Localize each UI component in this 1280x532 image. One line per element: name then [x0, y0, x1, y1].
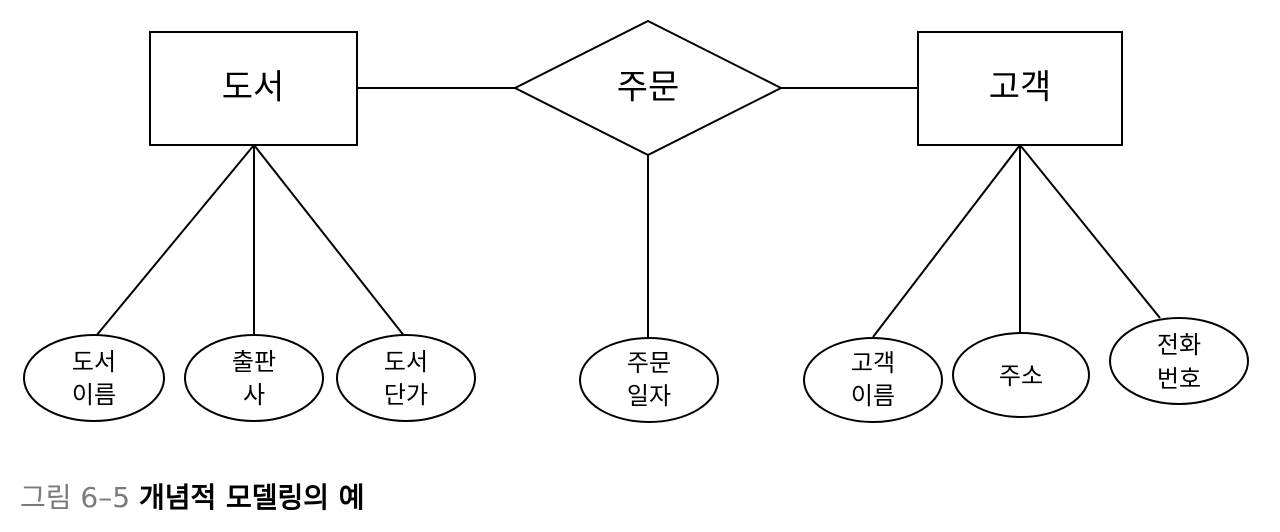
entity-customer-box [917, 31, 1123, 146]
attribute-address-ellipse [952, 332, 1090, 418]
attribute-book-price: 도서 단가 [336, 334, 476, 422]
attribute-order-date-line-1: 주문 [627, 349, 671, 377]
attribute-phone-line-2: 번호 [1157, 365, 1201, 393]
figure-title: 개념적 모델링의 예 [138, 481, 365, 514]
entity-book: 도서 [149, 31, 358, 146]
attribute-book-price-ellipse [336, 334, 476, 422]
figure-caption: 그림 6–5 개념적 모델링의 예 [20, 480, 365, 516]
attribute-book-name-line-1: 도서 [72, 348, 116, 376]
attribute-customer-name-line-2: 이름 [851, 382, 895, 410]
attribute-phone-ellipse [1109, 317, 1249, 405]
entity-book-box [149, 31, 358, 146]
attribute-book-price-line-2: 단가 [384, 381, 428, 409]
attribute-phone-line-1: 전화 [1157, 331, 1201, 359]
attribute-customer-name-ellipse [803, 337, 943, 423]
attribute-customer-name: 고객 이름 [803, 337, 943, 423]
attribute-order-date: 주문 일자 [579, 337, 719, 423]
attribute-book-name-line-2: 이름 [72, 381, 116, 409]
link-book-name [95, 144, 255, 337]
relationship-order-diamond [512, 19, 784, 157]
figure-number: 그림 6–5 [20, 481, 131, 514]
attribute-address: 주소 [952, 332, 1090, 418]
entity-customer: 고객 [917, 31, 1123, 146]
relationship-order: 주문 [512, 19, 784, 157]
entity-customer-label: 고객 [989, 68, 1052, 108]
attribute-publisher-ellipse [184, 334, 324, 422]
link-phone [1019, 144, 1161, 319]
er-diagram: 도서 주문 고객 도서 이름 출판 사 도서 단가 주문 일자 고객 이름 [23, 19, 1249, 423]
attribute-book-name: 도서 이름 [23, 334, 165, 422]
link-book-price [253, 144, 406, 338]
attribute-order-date-ellipse [579, 337, 719, 423]
attribute-publisher-line-1: 출판 [232, 348, 276, 376]
attribute-address-line-1: 주소 [999, 362, 1043, 390]
attribute-order-date-line-2: 일자 [627, 382, 671, 410]
attribute-publisher: 출판 사 [184, 334, 324, 422]
attribute-publisher-line-2: 사 [243, 381, 265, 409]
attribute-book-price-line-1: 도서 [384, 348, 428, 376]
attribute-customer-name-line-1: 고객 [851, 349, 895, 377]
link-customer-name [872, 144, 1021, 338]
relationship-order-label: 주문 [617, 68, 680, 108]
attribute-book-name-ellipse [23, 334, 165, 422]
attribute-phone: 전화 번호 [1109, 317, 1249, 405]
entity-book-label: 도서 [222, 68, 285, 108]
